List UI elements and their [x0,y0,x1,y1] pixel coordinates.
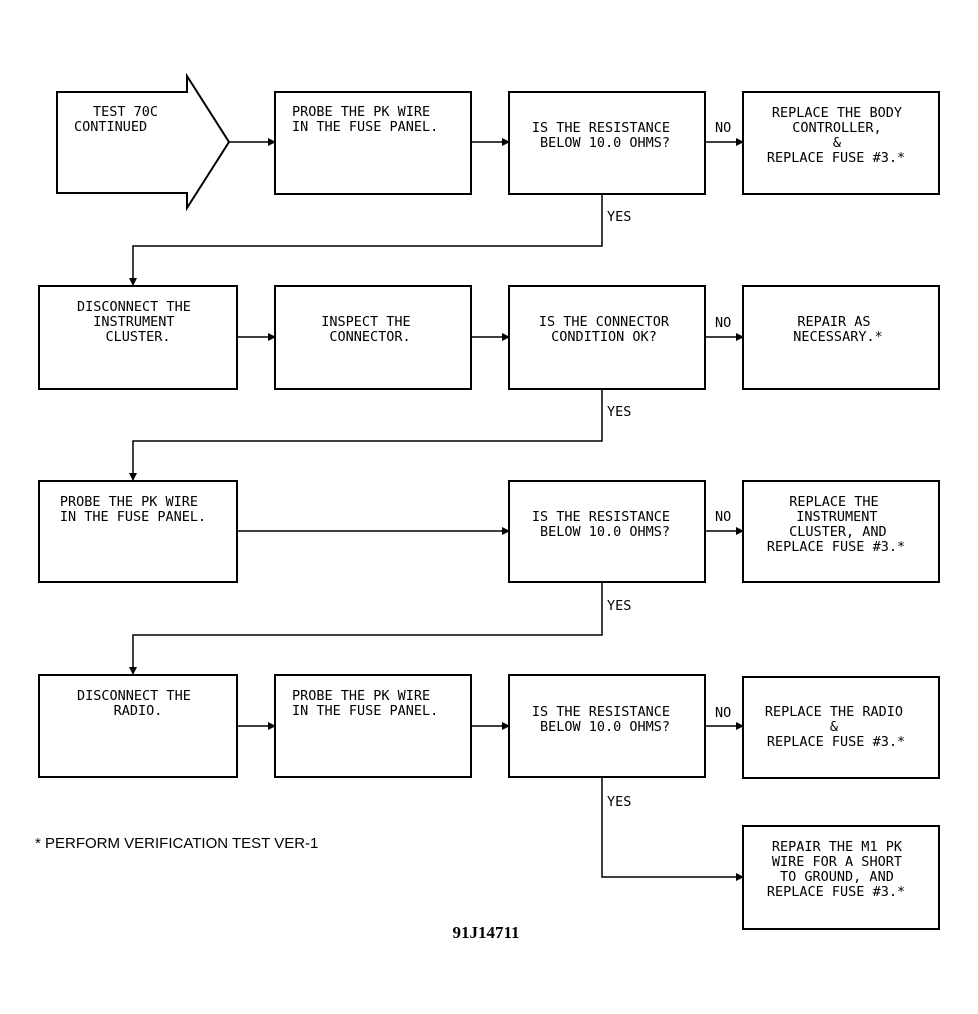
row3-action-text: PROBE THE PK WIRE IN THE FUSE PANEL. [60,494,206,525]
r2-no-label: NO [715,315,731,331]
arrow-r4-yes [601,777,744,881]
arrow-r3-yes [129,582,603,675]
footnote: * PERFORM VERIFICATION TEST VER-1 [35,835,318,852]
row2-action2-text: INSPECT THE CONNECTOR. [321,314,419,345]
row2-no-result-text: REPAIR AS NECESSARY.* [793,314,882,345]
row4-action2-box: PROBE THE PK WIRE IN THE FUSE PANEL. [274,674,472,778]
r4-yes-label: YES [607,794,631,810]
start-text: TEST 70C CONTINUED [74,104,166,135]
row2-action1-box: DISCONNECT THE INSTRUMENT CLUSTER. [38,285,238,390]
r1-no-label: NO [715,120,731,136]
row1-no-result-box: REPLACE THE BODY CONTROLLER, & REPLACE F… [742,91,940,195]
row2-no-result-box: REPAIR AS NECESSARY.* [742,285,940,390]
row2-action1-text: DISCONNECT THE INSTRUMENT CLUSTER. [77,299,199,345]
row1-action-text: PROBE THE PK WIRE IN THE FUSE PANEL. [292,104,438,135]
r2-yes-label: YES [607,404,631,420]
row3-no-result-box: REPLACE THE INSTRUMENT CLUSTER, AND REPL… [742,480,940,583]
row1-no-result-text: REPLACE THE BODY CONTROLLER, & REPLACE F… [767,105,910,166]
r4-no-label: NO [715,705,731,721]
r3-yes-label: YES [607,598,631,614]
r3-no-label: NO [715,509,731,525]
r1-yes-label: YES [607,209,631,225]
row4-action2-text: PROBE THE PK WIRE IN THE FUSE PANEL. [292,688,438,719]
row4-no-result-text: REPLACE THE RADIO & REPLACE FUSE #3.* [765,704,911,750]
row3-question-text: IS THE RESISTANCE BELOW 10.0 OHMS? [532,509,678,540]
row4-question-text: IS THE RESISTANCE BELOW 10.0 OHMS? [532,704,678,735]
row4-yes-result-box: REPAIR THE M1 PK WIRE FOR A SHORT TO GRO… [742,825,940,930]
row4-action1-box: DISCONNECT THE RADIO. [38,674,238,778]
row1-question-text: IS THE RESISTANCE BELOW 10.0 OHMS? [532,120,678,151]
row4-question-box: IS THE RESISTANCE BELOW 10.0 OHMS? [508,674,706,778]
row2-question-text: IS THE CONNECTOR CONDITION OK? [539,314,677,345]
arrow-r1-yes [129,194,603,286]
row3-no-result-text: REPLACE THE INSTRUMENT CLUSTER, AND REPL… [767,494,905,555]
arrow-r2-yes [129,389,603,481]
row1-action-box: PROBE THE PK WIRE IN THE FUSE PANEL. [274,91,472,195]
row4-action1-text: DISCONNECT THE RADIO. [77,688,199,719]
row2-question-box: IS THE CONNECTOR CONDITION OK? [508,285,706,390]
row1-question-box: IS THE RESISTANCE BELOW 10.0 OHMS? [508,91,706,195]
row3-action-box: PROBE THE PK WIRE IN THE FUSE PANEL. [38,480,238,583]
row4-no-result-box: REPLACE THE RADIO & REPLACE FUSE #3.* [742,676,940,779]
row3-question-box: IS THE RESISTANCE BELOW 10.0 OHMS? [508,480,706,583]
figure-id: 91J14711 [452,923,519,942]
row4-yes-result-text: REPAIR THE M1 PK WIRE FOR A SHORT TO GRO… [767,839,910,900]
start-arrow-shape: TEST 70C CONTINUED [56,72,231,212]
row2-action2-box: INSPECT THE CONNECTOR. [274,285,472,390]
